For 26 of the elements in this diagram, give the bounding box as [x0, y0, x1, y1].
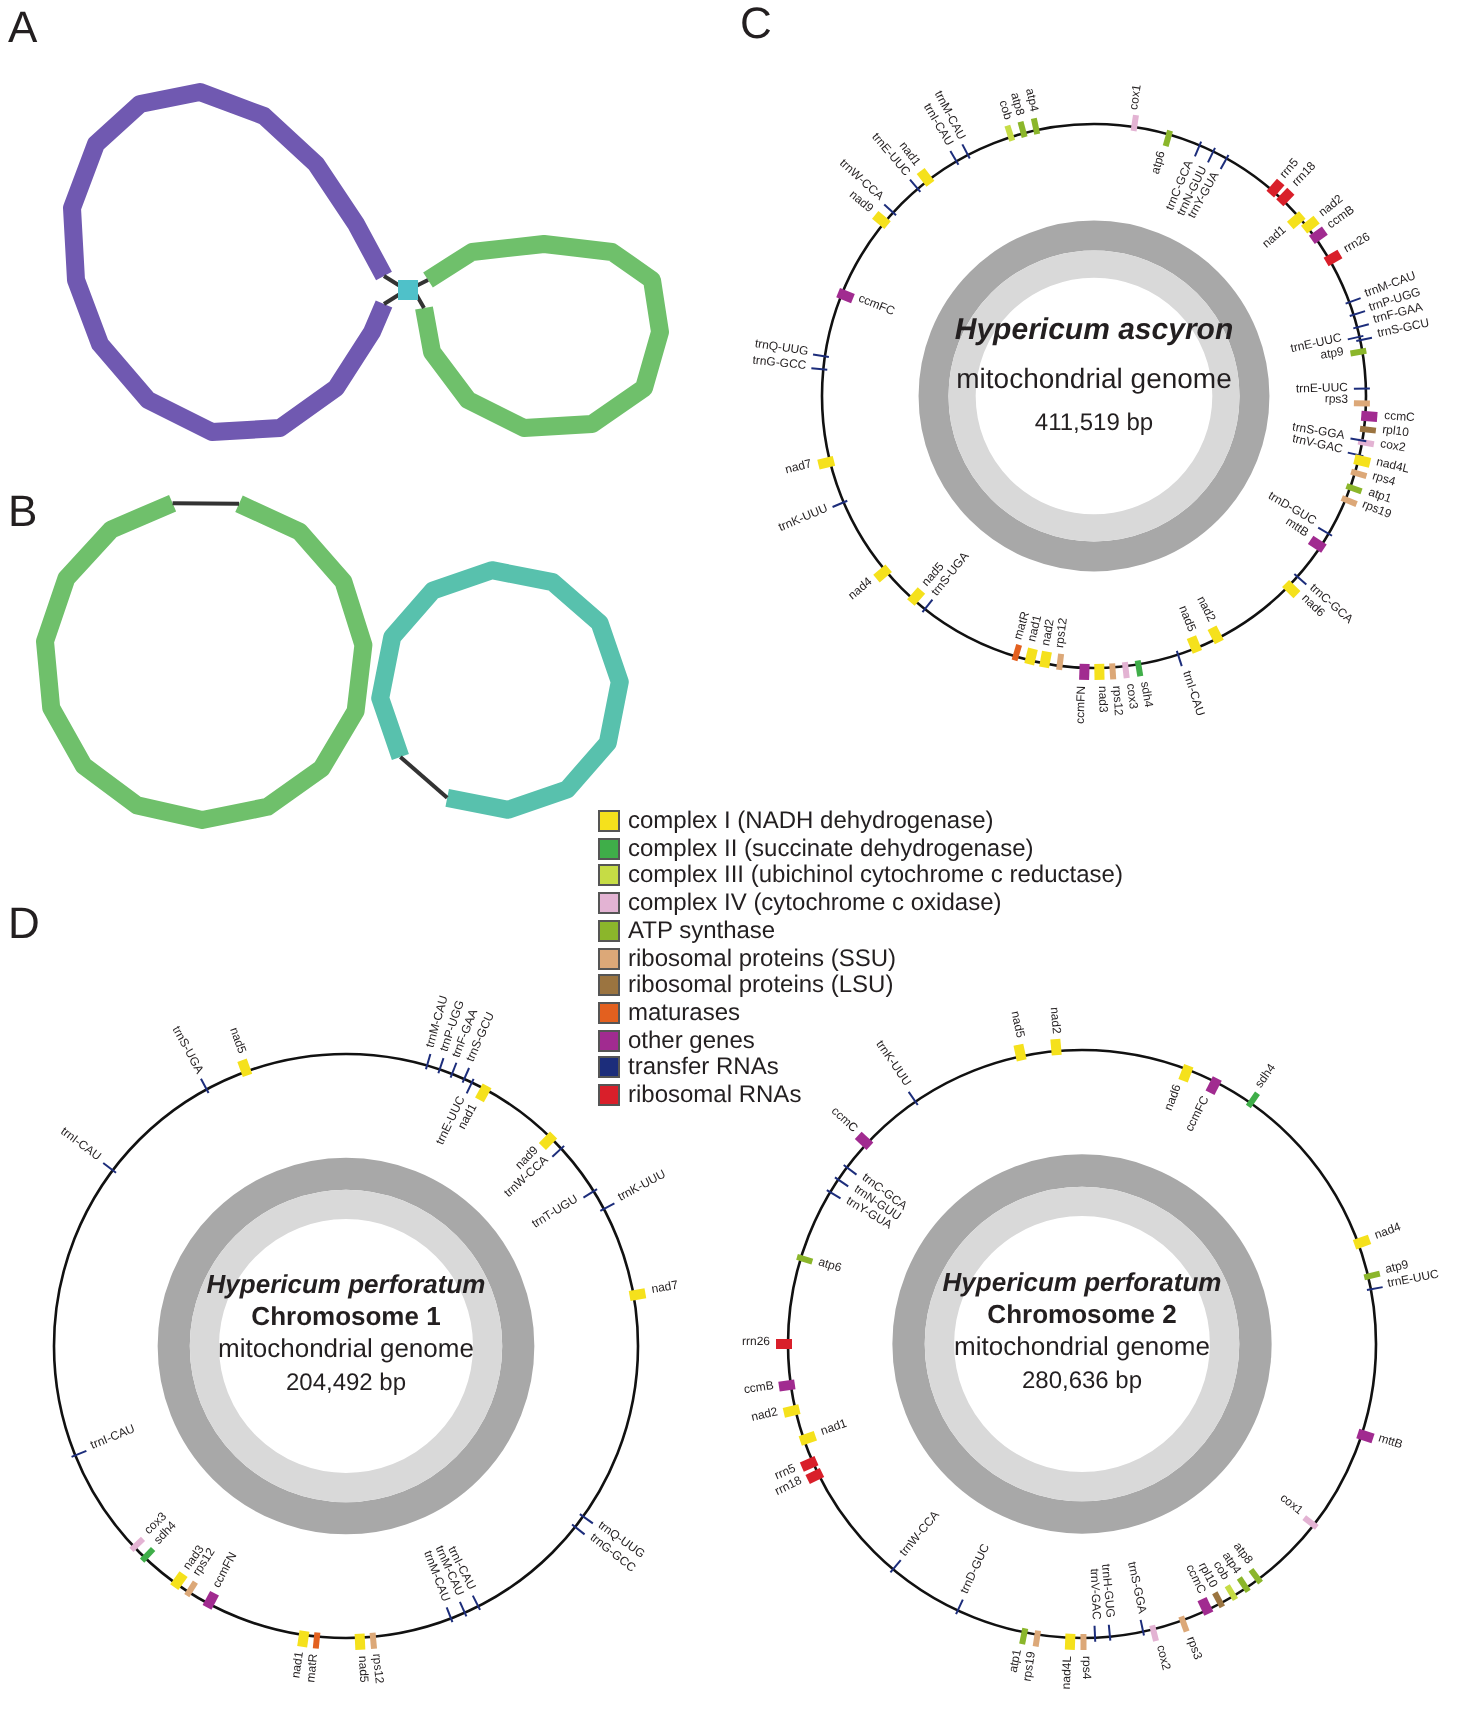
panel-letter: B — [8, 488, 38, 536]
chromosome-label: Chromosome 1 — [251, 1301, 441, 1331]
genome-size: 411,519 bp — [1034, 408, 1154, 436]
genome-description: mitochondrial genome — [954, 1331, 1210, 1361]
legend-label: other genes — [628, 1027, 755, 1054]
legend-label: complex IV (cytochrome c oxidase) — [628, 890, 1002, 917]
genome-title: Hypericum ascyron — [954, 313, 1234, 347]
genome-size: 280,636 bp — [1021, 1366, 1143, 1394]
genome-description: mitochondrial genome — [218, 1333, 474, 1363]
genome-title: Hypericum perforatum — [206, 1269, 486, 1299]
legend-label: ribosomal RNAs — [628, 1082, 802, 1108]
legend-label: ribosomal proteins (LSU) — [628, 972, 894, 999]
legend-label: ATP synthase — [628, 917, 776, 944]
legend-label: transfer RNAs — [628, 1054, 779, 1081]
legend-label: complex I (NADH dehydrogenase) — [628, 808, 994, 834]
panel-letter: D — [8, 900, 40, 948]
legend-label: maturases — [628, 999, 741, 1026]
legend-label: complex II (succinate dehydrogenase) — [628, 835, 1034, 862]
panel-letter: C — [740, 0, 772, 48]
genome-title: Hypericum perforatum — [942, 1267, 1222, 1297]
genome-size: 204,492 bp — [285, 1368, 407, 1396]
legend-label: ribosomal proteins (SSU) — [628, 945, 897, 971]
legend-label: complex III (ubichinol cytochrome c reductase) — [628, 862, 1123, 889]
chromosome-label: Chromosome 2 — [987, 1299, 1177, 1329]
genome-description: mitochondrial genome — [956, 362, 1232, 394]
panel-letter: A — [8, 4, 38, 52]
